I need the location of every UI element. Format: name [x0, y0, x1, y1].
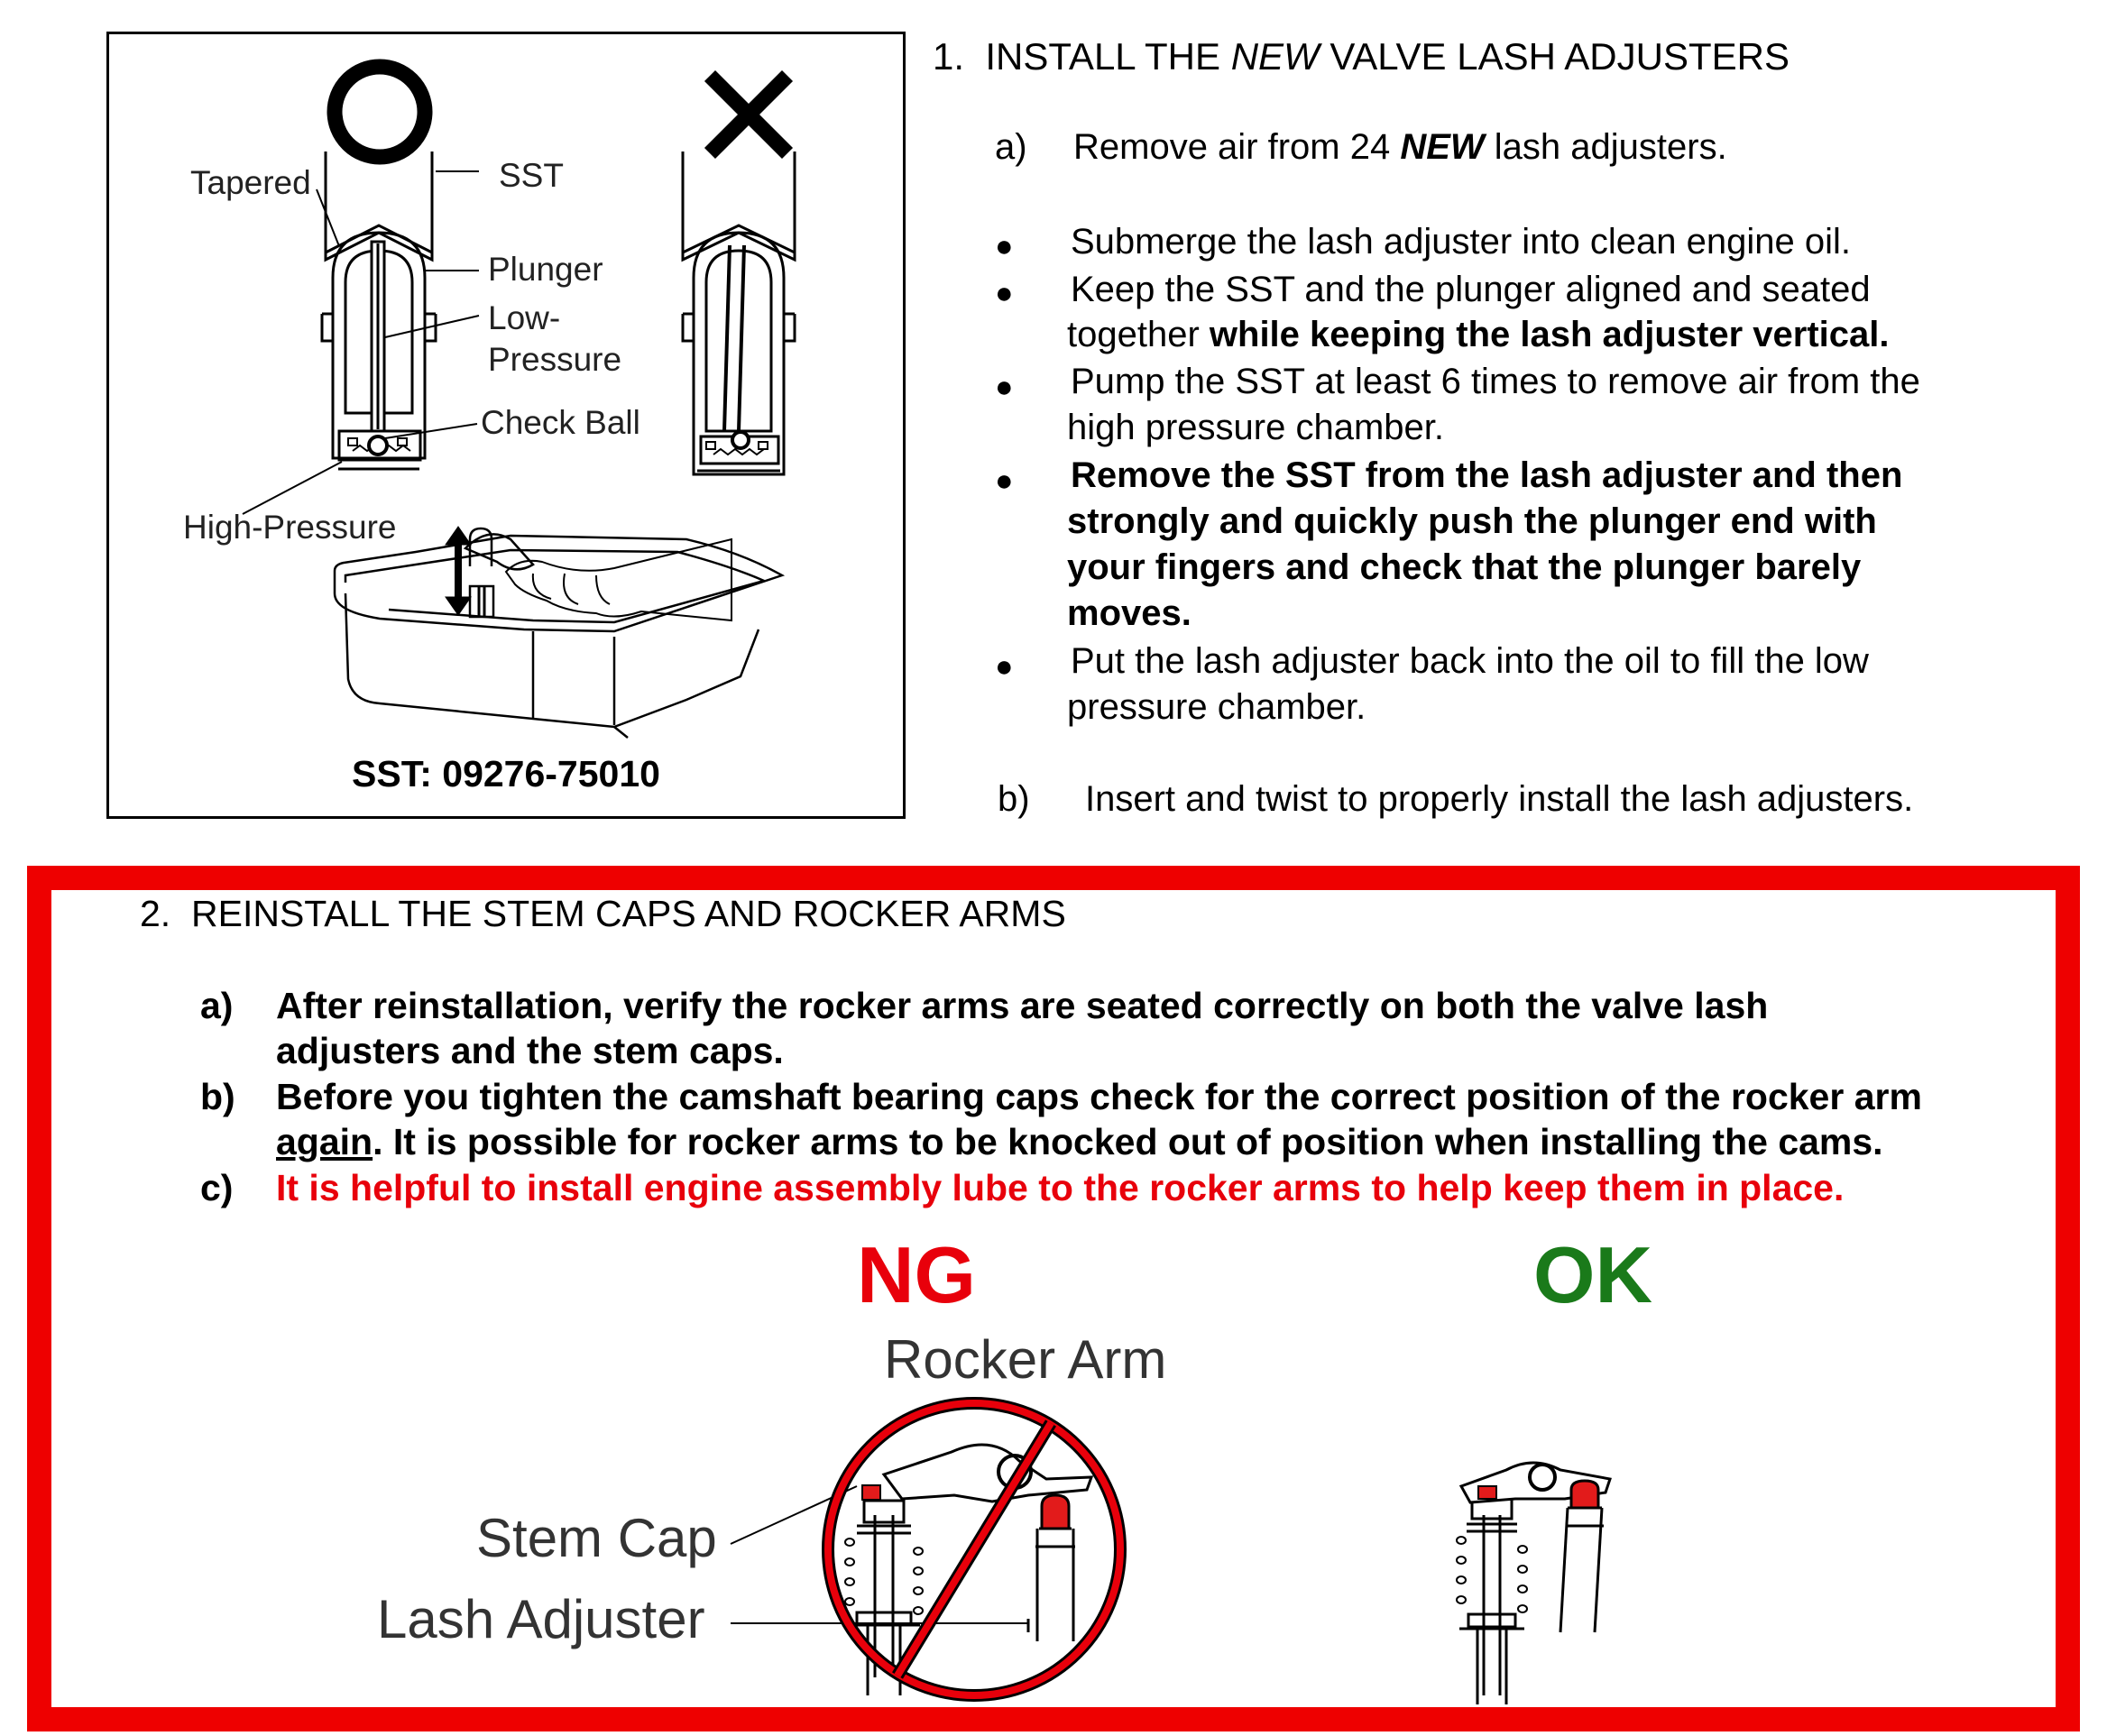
step-a-em: NEW [1400, 127, 1485, 167]
ok-rocker-arm-figure [1456, 1461, 1612, 1704]
step-b-marker: b) [998, 779, 1030, 819]
bullet-icon: ● [995, 649, 1014, 684]
bullet-4-line-4: moves. [1067, 593, 1192, 633]
lash-adjuster-right [681, 231, 796, 476]
lash-adjuster-diagram [242, 59, 796, 739]
section1-title-pre: INSTALL THE [985, 35, 1231, 78]
step-a-marker: a) [995, 127, 1027, 167]
label-low-pressure-2: Pressure [488, 341, 622, 378]
bullet-icon: ● [995, 464, 1014, 498]
label-sst: SST [499, 157, 564, 194]
lash-adjuster-left [320, 231, 437, 471]
section2-heading: 2. REINSTALL THE STEM CAPS AND ROCKER AR… [140, 891, 1066, 936]
section2-box [27, 866, 2080, 1731]
bullet-1-line-1: Submerge the lash adjuster into clean en… [1071, 222, 1851, 262]
ng-label: NG [857, 1230, 976, 1319]
step-b-text: Insert and twist to properly install the… [1085, 779, 1914, 819]
item-a-line-1: After reinstallation, verify the rocker … [276, 985, 1769, 1026]
bullet-icon: ● [995, 276, 1014, 310]
prohibited-icon [822, 1397, 1127, 1702]
bullet-2-line-2-bold: while keeping the lash adjuster vertical… [1209, 315, 1890, 354]
label-rocker-arm: Rocker Arm [884, 1329, 1167, 1390]
ng-rocker-arm-figure [730, 1397, 1127, 1702]
bullet-4-line-2: strongly and quickly push the plunger en… [1067, 501, 1877, 541]
bullet-3-line-1: Pump the SST at least 6 times to remove … [1071, 362, 1920, 401]
ng-x-icon [704, 69, 794, 160]
section1-title-post: VALVE LASH ADJUSTERS [1319, 35, 1790, 78]
bullet-5-line-1: Put the lash adjuster back into the oil … [1071, 641, 1869, 681]
label-stem-cap: Stem Cap [476, 1508, 717, 1568]
bullet-4-line-3: your fingers and check that the plunger … [1067, 547, 1862, 587]
section1-title-em: NEW [1230, 35, 1320, 78]
stem-cap-icon [1477, 1485, 1497, 1500]
section2-title: REINSTALL THE STEM CAPS AND ROCKER ARMS [191, 893, 1066, 934]
bullet-5-line-2: pressure chamber. [1067, 687, 1366, 727]
bullet-icon: ● [995, 229, 1014, 263]
sst-figure: Tapered SST Plunger Low- Pressure Check … [106, 32, 906, 819]
oil-tray-illustration [333, 527, 786, 739]
bullet-4-line-1: Remove the SST from the lash adjuster an… [1071, 455, 1903, 495]
label-plunger: Plunger [488, 251, 603, 288]
item-c-line-1: It is helpful to install engine assembly… [276, 1167, 1845, 1208]
step-a-text: Remove air from 24 NEW lash adjusters. [1073, 124, 1727, 170]
item-a-line-2: adjusters and the stem caps. [276, 1030, 784, 1071]
item-c-marker: c) [200, 1167, 234, 1208]
label-check-ball: Check Ball [481, 404, 640, 441]
sst-tool-right [681, 152, 796, 262]
stem-cap-icon [861, 1484, 881, 1501]
label-tapered: Tapered [190, 164, 311, 201]
ok-circle-icon [327, 59, 433, 165]
bullet-3-line-2: high pressure chamber. [1067, 408, 1445, 447]
callout-lines [242, 170, 480, 515]
item-a-marker: a) [200, 985, 234, 1026]
item-b-marker: b) [200, 1076, 235, 1117]
sst-part-number: SST: 09276-75010 [352, 753, 660, 795]
label-low-pressure-1: Low- [488, 299, 561, 336]
step-a-pre: Remove air from 24 [1073, 127, 1401, 167]
bullet-2-line-2-pre: together [1067, 315, 1210, 354]
section1-heading: 1. INSTALL THE NEW VALVE LASH ADJUSTERS [933, 34, 1790, 79]
label-high-pressure: High-Pressure [183, 509, 397, 546]
ok-label: OK [1533, 1230, 1652, 1319]
bullet-2-line-1: Keep the SST and the plunger aligned and… [1071, 270, 1871, 309]
label-lash-adjuster: Lash Adjuster [377, 1589, 705, 1649]
bullet-icon: ● [995, 370, 1014, 404]
step-a-post: lash adjusters. [1484, 127, 1727, 167]
item-b-line-2: again. It is possible for rocker arms to… [276, 1119, 1883, 1164]
section1-number: 1. [933, 35, 965, 78]
item-b-line-2-rest: . It is possible for rocker arms to be k… [373, 1121, 1883, 1162]
item-b-underlined: again [276, 1121, 373, 1162]
pump-arrow-icon [445, 526, 472, 616]
section2-number: 2. [140, 893, 171, 934]
item-b-line-1: Before you tighten the camshaft bearing … [276, 1076, 1922, 1117]
bullet-2-line-2: together while keeping the lash adjuster… [1067, 312, 1889, 357]
